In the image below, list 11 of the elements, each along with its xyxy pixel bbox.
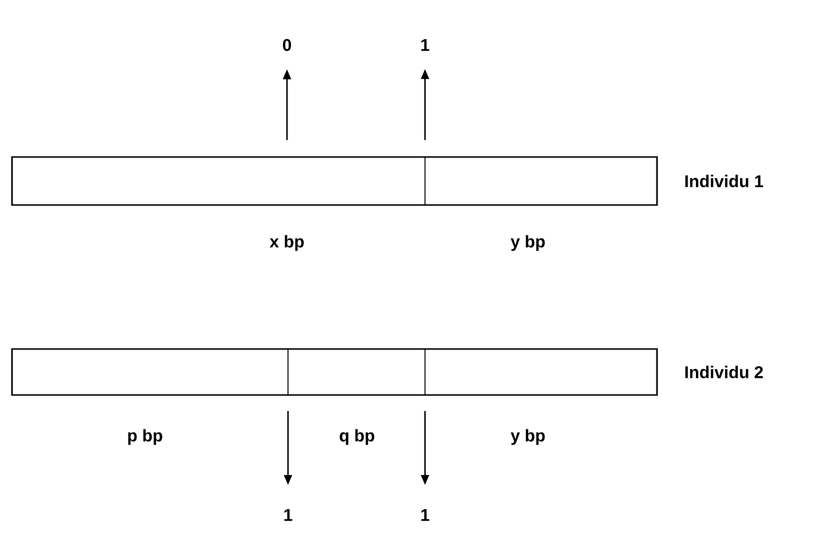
length-label: x bp: [270, 235, 304, 251]
length-label: p bp: [128, 429, 162, 445]
length-label: y bp: [510, 429, 545, 445]
individual-label: Individu 1: [685, 174, 764, 188]
bit-value: 1: [284, 509, 292, 521]
bit-value: 1: [421, 509, 430, 521]
bit-value: 1: [421, 39, 430, 51]
length-label: q bp: [340, 429, 374, 445]
bit-value: 0: [282, 38, 292, 52]
length-label: y bp: [510, 235, 545, 251]
individual-label: Individu 2: [685, 366, 763, 378]
